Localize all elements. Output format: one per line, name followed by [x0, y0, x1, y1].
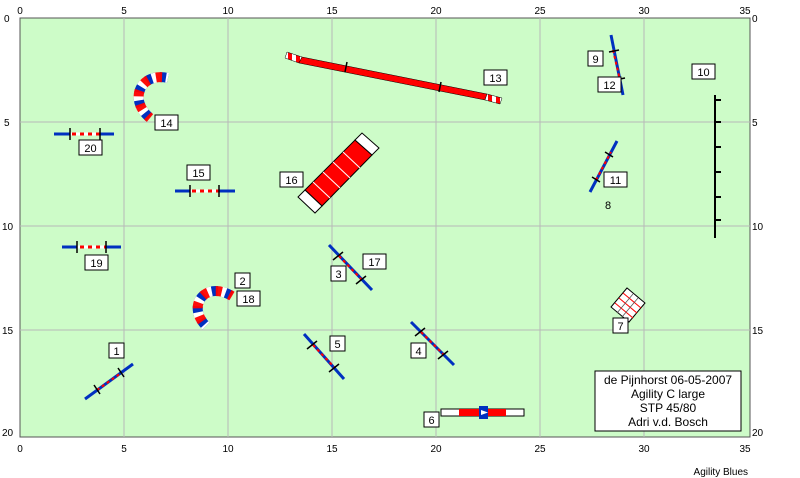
bottom-tick-0: 0 — [17, 444, 23, 455]
top-axis: 0 5 10 15 20 25 30 35 — [17, 6, 751, 17]
right-tick-20: 20 — [752, 428, 764, 439]
left-axis: 0 5 10 15 20 — [2, 14, 14, 439]
label-10: 10 — [691, 63, 716, 80]
bottom-tick-15: 15 — [326, 444, 338, 455]
jump-5 — [302, 333, 346, 380]
svg-text:4: 4 — [415, 346, 421, 358]
weave-poles — [714, 95, 721, 238]
label-14: 14 — [154, 114, 179, 131]
label-15: 15 — [186, 164, 211, 181]
top-tick-25: 25 — [534, 6, 546, 17]
course-event: de Pijnhorst 06-05-2007 — [604, 373, 732, 387]
label-11: 11 — [603, 171, 628, 188]
svg-text:16: 16 — [285, 175, 297, 187]
label-19: 19 — [84, 254, 109, 271]
jump-3-17 — [327, 243, 374, 292]
svg-text:11: 11 — [610, 175, 621, 187]
course-class: Agility C large — [631, 387, 705, 401]
jump-15 — [175, 185, 235, 197]
course-stp: STP 45/80 — [640, 401, 697, 415]
label-3: 3 — [330, 265, 347, 282]
label-13: 13 — [483, 69, 508, 86]
course-judge: Adri v.d. Bosch — [628, 415, 708, 429]
right-axis: 0 5 10 15 20 — [752, 14, 764, 439]
top-tick-5: 5 — [121, 6, 127, 17]
svg-text:1: 1 — [113, 346, 119, 358]
svg-text:13: 13 — [489, 73, 501, 85]
label-18: 18 — [236, 290, 261, 307]
label-4: 4 — [410, 342, 427, 359]
svg-text:6: 6 — [428, 415, 434, 427]
svg-text:19: 19 — [90, 258, 102, 270]
left-tick-15: 15 — [2, 326, 14, 337]
right-tick-15: 15 — [752, 326, 764, 337]
left-tick-5: 5 — [4, 118, 10, 129]
bottom-tick-25: 25 — [534, 444, 546, 455]
jump-4 — [409, 320, 456, 367]
svg-text:12: 12 — [603, 80, 615, 92]
svg-text:15: 15 — [192, 168, 204, 180]
label-12: 12 — [597, 76, 622, 93]
jump-1 — [84, 362, 134, 401]
svg-text:20: 20 — [84, 143, 96, 155]
svg-text:3: 3 — [335, 269, 341, 281]
seesaw-6 — [440, 406, 525, 419]
top-tick-20: 20 — [430, 6, 442, 17]
right-tick-0: 0 — [752, 14, 758, 25]
svg-text:17: 17 — [368, 257, 380, 269]
top-tick-35: 35 — [739, 6, 751, 17]
bottom-axis: 0 5 10 15 20 25 30 35 — [17, 444, 751, 455]
svg-text:5: 5 — [334, 339, 340, 351]
credit-text: Agility Blues — [694, 467, 748, 478]
table-7 — [610, 287, 646, 323]
bottom-tick-35: 35 — [739, 444, 751, 455]
label-6: 6 — [423, 411, 440, 428]
label-2: 2 — [234, 272, 251, 289]
course-info-box: de Pijnhorst 06-05-2007 Agility C large … — [594, 370, 742, 432]
label-1: 1 — [108, 342, 125, 359]
label-7: 7 — [612, 317, 629, 334]
right-tick-5: 5 — [752, 118, 758, 129]
jump-19 — [62, 241, 121, 253]
top-tick-0: 0 — [17, 6, 23, 17]
label-9: 9 — [587, 50, 604, 67]
tunnel-2-18 — [192, 286, 235, 330]
bottom-tick-30: 30 — [638, 444, 650, 455]
label-8: 8 — [605, 200, 611, 212]
label-20: 20 — [78, 139, 103, 156]
a-frame-16 — [297, 132, 380, 214]
svg-text:14: 14 — [160, 118, 172, 130]
jump-8-11 — [588, 140, 619, 193]
left-tick-20: 20 — [2, 428, 14, 439]
top-tick-30: 30 — [638, 6, 650, 17]
jump-20 — [54, 128, 114, 140]
label-16: 16 — [279, 171, 304, 188]
tunnel-14 — [133, 72, 170, 122]
svg-text:18: 18 — [242, 294, 254, 306]
svg-text:7: 7 — [617, 321, 623, 333]
bottom-tick-5: 5 — [121, 444, 127, 455]
bottom-tick-10: 10 — [222, 444, 234, 455]
left-tick-10: 10 — [2, 222, 14, 233]
svg-text:10: 10 — [697, 67, 709, 79]
svg-text:9: 9 — [592, 54, 598, 66]
top-tick-10: 10 — [222, 6, 234, 17]
bottom-tick-20: 20 — [430, 444, 442, 455]
top-tick-15: 15 — [326, 6, 338, 17]
label-5: 5 — [329, 335, 346, 352]
svg-text:8: 8 — [605, 200, 611, 212]
label-17: 17 — [362, 253, 387, 270]
left-tick-0: 0 — [4, 14, 10, 25]
dog-walk — [284, 51, 503, 105]
svg-text:2: 2 — [239, 276, 245, 288]
right-tick-10: 10 — [752, 222, 764, 233]
obstacle-numbers: 1 2 3 4 5 6 7 8 9 10 11 12 13 14 15 16 1… — [78, 50, 716, 428]
